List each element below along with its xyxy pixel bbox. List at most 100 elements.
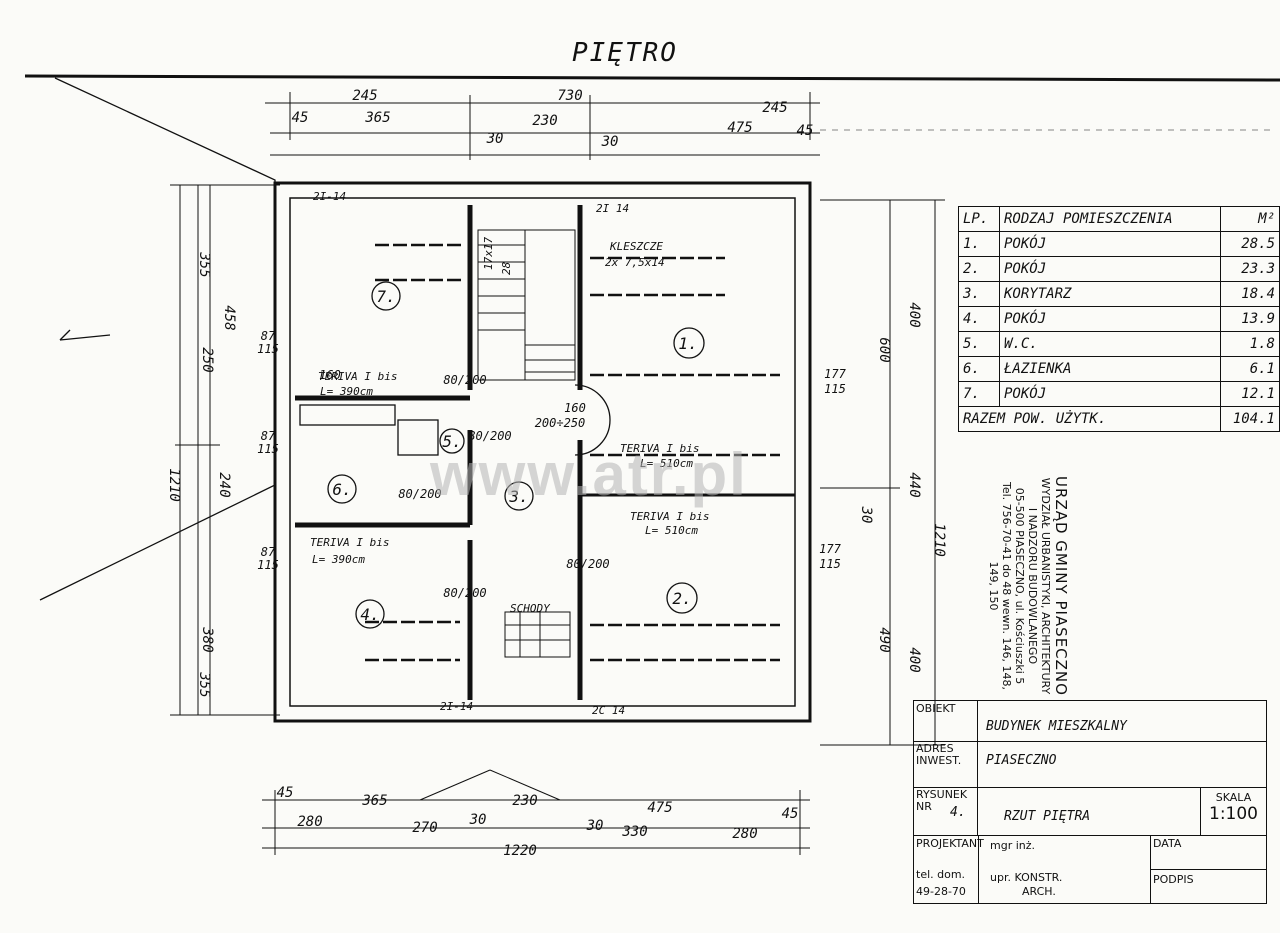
lintel-label: 2I-14 (440, 700, 473, 713)
dim-bottom-inner: 45 (782, 806, 799, 822)
dim-top-small: 30 (486, 131, 504, 147)
door-dim-d: 80/200 (566, 557, 609, 571)
dim-top-small: 30 (601, 134, 619, 150)
dim-left: 355 (196, 671, 212, 697)
table-cell: 4. (958, 306, 1000, 332)
dim-bottom-inner: 45 (277, 785, 294, 801)
dim-left: 250 (199, 347, 215, 372)
header-name: RODZAJ POMIESZCZENIA (999, 206, 1221, 232)
label-text: Tel. 756-70-41 do 48 wewn. 146, 148, 149… (987, 481, 1013, 690)
dim-bottom-outer: 330 (621, 824, 647, 840)
dim-top-outer: 245 (762, 100, 787, 116)
teriva-label: TERIVA I bis (310, 536, 389, 549)
dim-left: 380 (199, 626, 215, 652)
room-number-5: 5. (442, 432, 461, 451)
table-header-row: LP. RODZAJ POMIESZCZENIA M² (958, 206, 1280, 232)
door-swing-160 (574, 384, 611, 456)
door-dim-e: 80/200 (443, 586, 486, 600)
dim-top-inner: 230 (532, 113, 557, 129)
window-115: 115 (257, 442, 279, 456)
window-87: 87 (261, 429, 276, 443)
table-cell: W.C. (999, 331, 1221, 357)
dim-top-inner: 45 (292, 110, 309, 126)
kleszcze-label: KLESZCZE (609, 240, 663, 253)
teriva-length: L= 390cm (320, 385, 373, 398)
door-dim: 160 (319, 368, 341, 382)
table-cell: 28.5 (1220, 231, 1280, 257)
stairs-top (477, 229, 576, 381)
title-block-adres: ADRES INWEST. PIASECZNO (914, 741, 1266, 788)
table-cell: 23.3 (1220, 256, 1280, 282)
teriva-label: TERIVA I bis (318, 370, 397, 383)
label-text: 1:100 (1209, 804, 1258, 824)
teriva-length: L= 510cm (640, 457, 693, 470)
roof-slope-mark (59, 334, 111, 341)
table-cell: 6.1 (1220, 356, 1280, 382)
dim-bottom-outer: 280 (732, 826, 757, 842)
table-cell: 5. (958, 331, 1000, 357)
watermark: www.atr.pl (430, 441, 748, 508)
dim-bottom-inner: 475 (647, 800, 672, 816)
dim-right-small: 30 (858, 506, 874, 524)
label-text: 05-500 PIASECZNO, ul. Kościuszki 5 (1013, 487, 1026, 685)
window-115: 115 (257, 342, 279, 356)
dim-top-outer: 730 (557, 88, 582, 104)
label-text: 49-28-70 (916, 885, 966, 898)
lintel-label: 2C 14 (592, 704, 625, 717)
label-text: PROJEKTANT (916, 837, 984, 850)
dim-lines-bottom (262, 769, 810, 855)
door-dim-a: 80/200 (443, 373, 486, 387)
page-title: PIĘTRO (572, 38, 678, 68)
label-text: WYDZIAŁ URBANISTYKI, ARCHITEKTURY (1039, 477, 1052, 695)
door-dim-160: 160 (564, 401, 586, 415)
table-row: 5.W.C.1.8 (958, 331, 1280, 357)
dim-left: 355 (196, 251, 212, 277)
label-text: RZUT PIĘTRA (1004, 809, 1091, 824)
dim-right: 400 (906, 302, 922, 327)
room-number-3: 3. (508, 487, 528, 506)
window-87: 87 (261, 545, 276, 559)
dim-bottom-inner: 230 (512, 793, 537, 809)
teriva-length: L= 390cm (312, 553, 365, 566)
window-87: 87 (261, 329, 276, 343)
door-dim-200-250: 200÷250 (535, 416, 586, 430)
dim-right-total: 1210 (931, 523, 947, 557)
label-text: BUDYNEK MIESZKALNY (986, 719, 1127, 734)
label-text: DATA (1153, 837, 1182, 850)
table-cell: KORYTARZ (999, 281, 1221, 307)
dim-top-inner: 475 (727, 120, 752, 136)
header-lp: LP. (958, 206, 1000, 232)
dim-left: 240 (216, 472, 232, 497)
teriva-label: TERIVA I bis (620, 442, 699, 455)
dim-top-inner: 365 (364, 110, 390, 126)
table-cell: POKÓJ (999, 306, 1221, 332)
lintel-label: 2I-14 (313, 190, 346, 203)
label-text: PIASECZNO (986, 753, 1057, 768)
label-text: URZĄD GMINY PIASECZNO (1052, 476, 1070, 696)
title-block-data: DATA (1150, 835, 1267, 870)
stairs-label: SCHODY (510, 602, 551, 615)
dim-bottom-small: 30 (586, 818, 604, 834)
dim-lines-left (170, 184, 280, 716)
dim-bottom-outer: 280 (297, 814, 322, 830)
total-value: 104.1 (1220, 406, 1280, 432)
label-text: 4. (950, 805, 966, 820)
table-cell: 7. (958, 381, 1000, 407)
office-stamp: URZĄD GMINY PIASECZNO WYDZIAŁ URBANISTYK… (987, 476, 1070, 696)
label-text: ARCH. (1022, 885, 1056, 898)
table-cell: ŁAZIENKA (999, 356, 1221, 382)
wc-box (397, 419, 439, 456)
dim-left-inner: 458 (221, 305, 237, 330)
kleszcze-size: 2x 7,5x14 (605, 256, 665, 269)
inner-wall-line (289, 197, 796, 707)
dim-bottom-small: 30 (469, 812, 487, 828)
roof-line (24, 74, 1280, 82)
dim-right: 490 (876, 627, 892, 652)
door-dim-c: 80/200 (398, 487, 441, 501)
table-cell: POKÓJ (999, 381, 1221, 407)
table-total-row: RAZEM POW. UŻYTK. 104.1 (958, 406, 1280, 432)
title-block: OBIEKT BUDYNEK MIESZKALNY ADRES INWEST. … (913, 700, 1267, 904)
